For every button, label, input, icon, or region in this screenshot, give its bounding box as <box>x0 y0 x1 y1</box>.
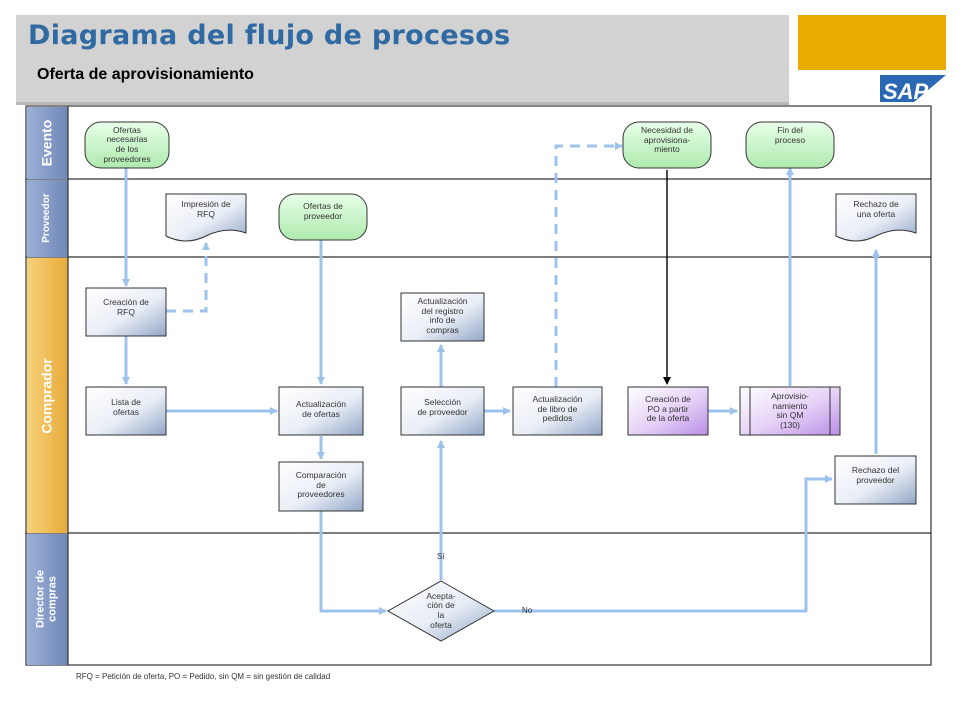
node-ofertas-proveedor[interactable]: Ofertas de proveedor <box>303 201 343 221</box>
task-comparacion <box>278 461 364 512</box>
flow-creacion-to-impresion <box>166 242 210 313</box>
lane-header-director <box>27 534 68 665</box>
node-lista-ofertas[interactable]: Lista de ofertas <box>111 397 141 417</box>
node-aceptacion[interactable]: Acepta- ción de la oferta <box>426 590 456 630</box>
decision-aceptacion <box>386 580 496 642</box>
event-ofertas-proveedor <box>278 193 368 241</box>
header-bar <box>16 15 789 102</box>
branch-label-si: Sí <box>437 552 445 561</box>
page-title: Diagrama del flujo de procesos <box>28 20 511 51</box>
node-actualizacion-ofertas[interactable]: Actualización de ofertas <box>295 399 347 419</box>
node-actualizacion-libro[interactable]: Actualización de libro de pedidos <box>532 394 583 424</box>
doc-impresion-rfq <box>165 193 247 242</box>
event-fin-proceso <box>745 121 835 169</box>
node-impresion-rfq[interactable]: Impresión de RFQ <box>181 199 231 219</box>
task-lista-ofertas <box>85 386 167 436</box>
sap-logo-text: SAP <box>883 79 929 104</box>
lane-header-proveedor <box>27 180 68 257</box>
page-subtitle: Oferta de aprovisionamiento <box>37 66 254 83</box>
node-fin-proceso[interactable]: Fin del proceso <box>774 125 806 145</box>
event-necesidad <box>622 121 712 169</box>
task-actualizacion-libro <box>512 386 603 436</box>
node-ofertas-necesarias[interactable]: Ofertas necesarias de los proveedores <box>103 124 151 164</box>
footnote: RFQ = Petición de oferta, PO = Pedido, s… <box>76 672 331 681</box>
flow-libro-to-necesidad <box>554 142 623 387</box>
lane-label-director: Director de compras <box>34 569 58 629</box>
node-aprovisionamiento[interactable]: Aprovisio- namiento sin QM (130) <box>771 391 809 430</box>
task-rechazo-proveedor <box>834 455 917 505</box>
task-creacion-po <box>627 386 709 436</box>
header-underline <box>16 102 789 105</box>
swimlane-frame <box>25 105 932 666</box>
lane-header-comprador <box>27 258 68 533</box>
flow-comparacion-to-aceptacion <box>319 511 387 615</box>
task-actualizacion-ofertas <box>278 386 364 436</box>
lane-label-comprador: Comprador <box>38 358 55 434</box>
node-creacion-rfq[interactable]: Creación de RFQ <box>103 297 149 317</box>
task-creacion-rfq <box>85 287 167 337</box>
node-creacion-po[interactable]: Creación de PO a partir de la oferta <box>645 394 691 424</box>
node-seleccion-proveedor[interactable]: Selección de proveedor <box>417 397 468 417</box>
node-rechazo-proveedor[interactable]: Rechazo del proveedor <box>851 465 900 485</box>
node-comparacion[interactable]: Comparación de proveedores <box>295 470 347 500</box>
node-actualizacion-registro[interactable]: Actualización del registro info de compr… <box>417 296 468 335</box>
subprocess-aprovisionamiento <box>739 386 841 436</box>
node-necesidad[interactable]: Necesidad de aprovisiona- miento <box>641 125 693 155</box>
lane-header-evento <box>27 107 68 179</box>
event-ofertas-necesarias <box>84 121 170 169</box>
flow-aceptacion-no <box>494 475 833 613</box>
lane-label-proveedor: Proveedor <box>40 193 52 243</box>
lane-label-evento: Evento <box>38 119 55 167</box>
task-actualizacion-registro <box>400 292 485 342</box>
task-seleccion-proveedor <box>400 386 485 436</box>
sap-logo-icon: SAP <box>880 75 946 104</box>
branch-label-no: No <box>522 606 533 615</box>
doc-rechazo-oferta <box>835 193 917 242</box>
node-rechazo-oferta[interactable]: Rechazo de una oferta <box>853 199 899 219</box>
